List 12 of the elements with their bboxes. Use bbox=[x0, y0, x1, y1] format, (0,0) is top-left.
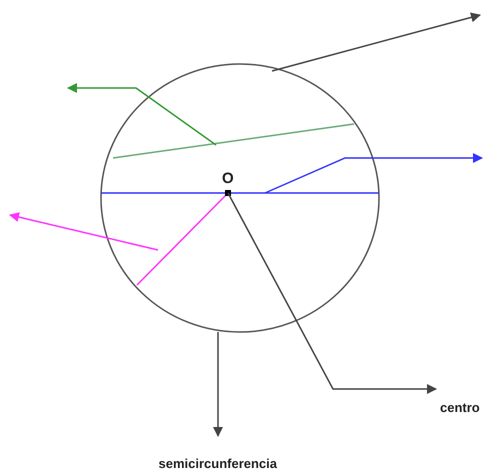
part-label: centro bbox=[440, 400, 480, 415]
chord-line bbox=[112, 123, 354, 159]
part-label: semicircunferencia bbox=[158, 456, 278, 471]
radius-line bbox=[136, 192, 229, 286]
leader-arrow bbox=[272, 12, 481, 72]
leader-arrow bbox=[213, 332, 223, 437]
leader-arrow bbox=[9, 212, 158, 251]
leader-arrow bbox=[227, 192, 437, 394]
diameter-line bbox=[101, 192, 379, 194]
leader-arrow bbox=[67, 83, 216, 146]
point-label: O bbox=[222, 170, 234, 187]
leader-arrow bbox=[264, 153, 483, 194]
